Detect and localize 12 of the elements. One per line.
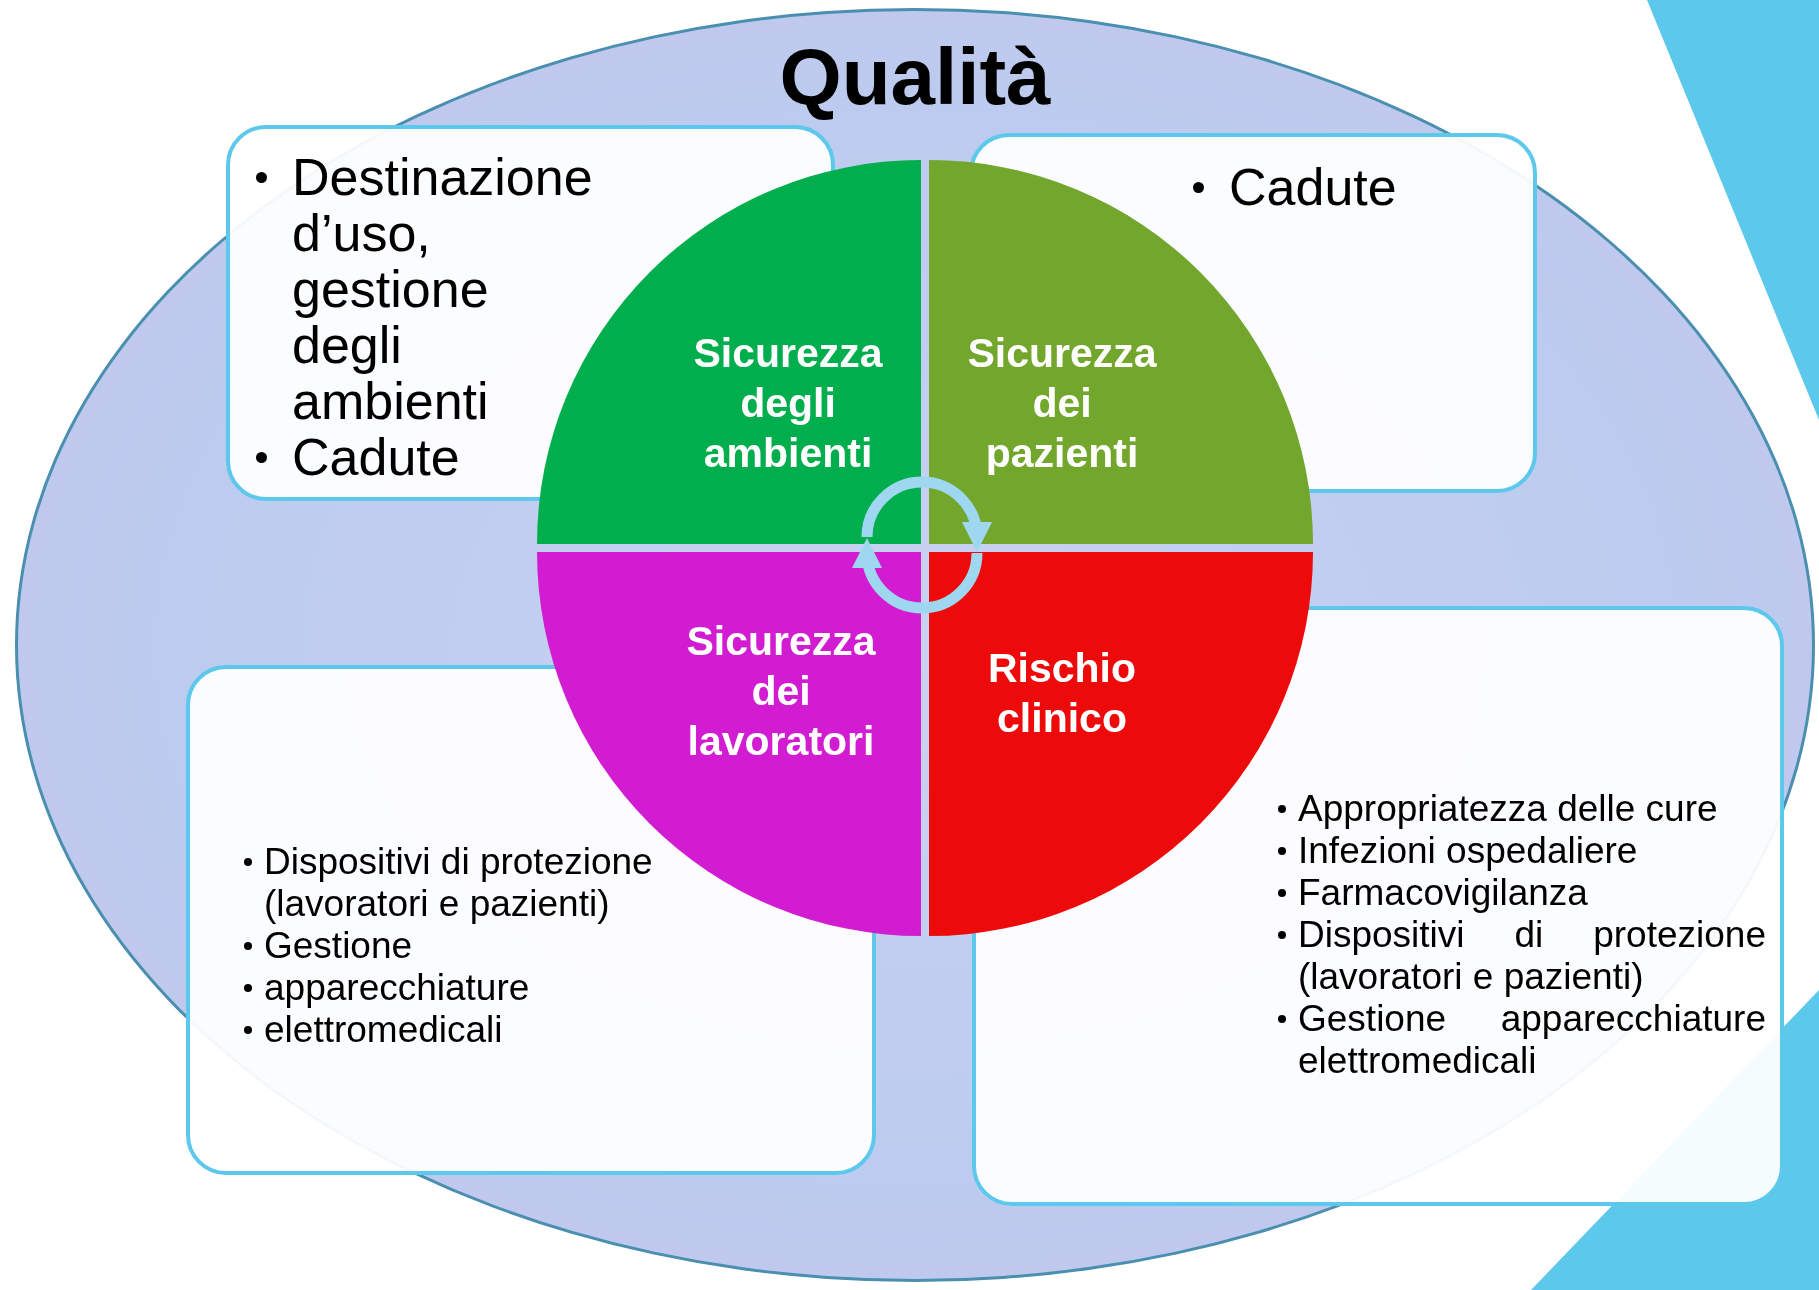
cycle-arrow <box>861 476 992 552</box>
cycle-arrow <box>852 538 983 614</box>
bullet-item: apparecchiature <box>242 967 662 1009</box>
bullet-item: elettromedicali <box>242 1009 662 1051</box>
bullet-item: Gestione <box>242 925 662 967</box>
quadrant-label: Sicurezza dei lavoratori <box>685 617 877 766</box>
bullet-item: Gestione apparecchiature elettromedicali <box>1276 998 1766 1082</box>
quadrant-label: Rischio clinico <box>986 644 1138 743</box>
bullet-item: Dispositivi di protezione (lavoratori e pazienti) <box>1276 914 1766 998</box>
quadrant-label: Sicurezza degli ambienti <box>692 329 884 478</box>
quadrant-label: Sicurezza dei pazienti <box>966 329 1158 478</box>
region-title: Qualità <box>778 31 1052 123</box>
